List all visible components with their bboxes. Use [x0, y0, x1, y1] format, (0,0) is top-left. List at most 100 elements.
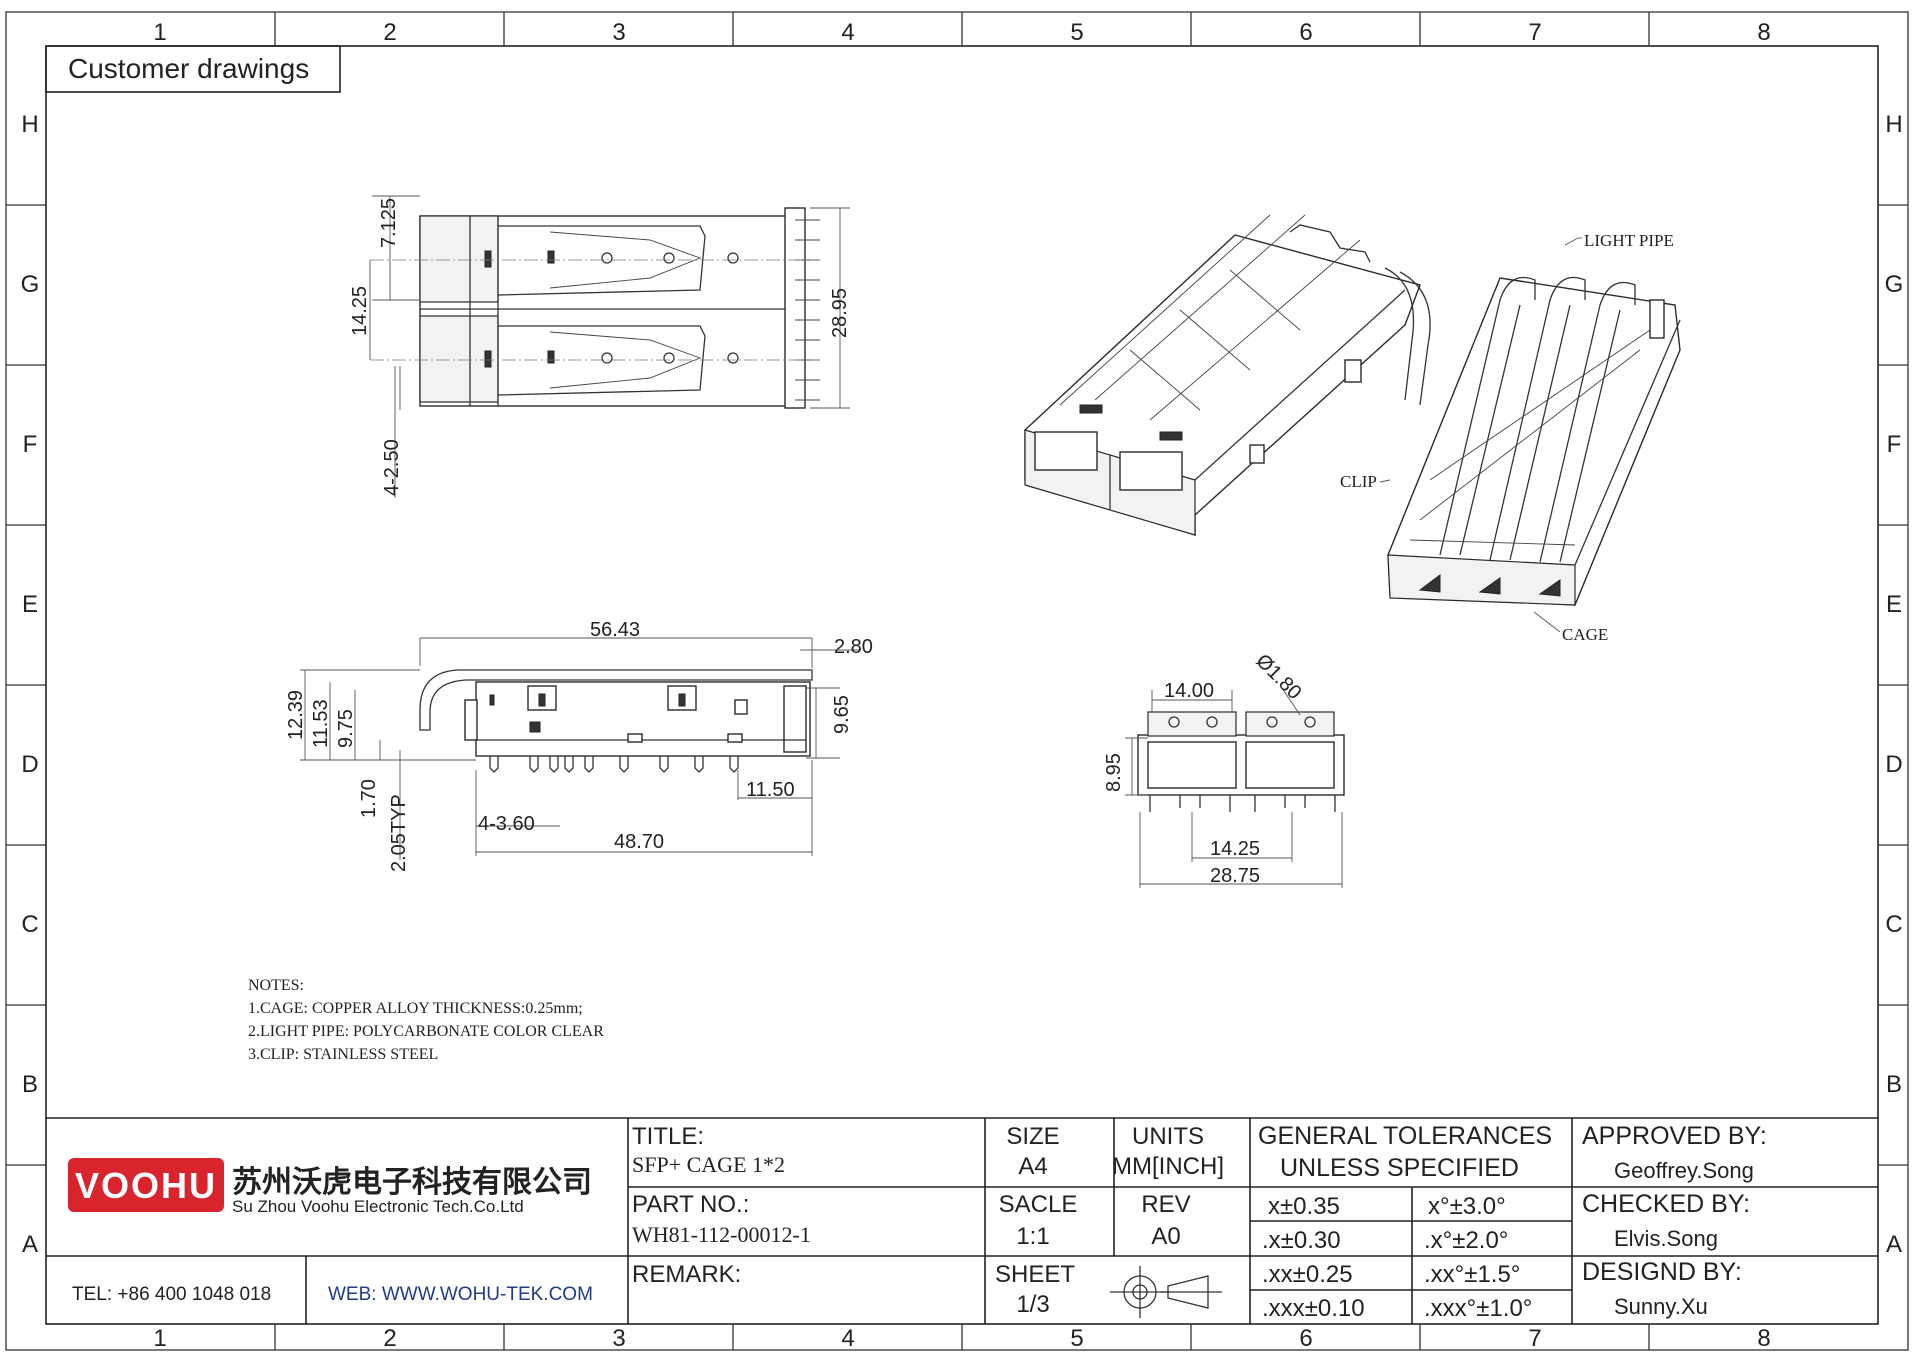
title-label: TITLE: [632, 1123, 704, 1150]
tolerance-linear: x±0.35 [1268, 1193, 1340, 1220]
exploded-view: LIGHT PIPE CLIP CAGE [1340, 231, 1681, 644]
dim-side-4870: 48.70 [614, 831, 664, 853]
projection-symbol [1110, 1266, 1222, 1318]
col-label: 1 [153, 1325, 166, 1352]
col-label: 7 [1528, 19, 1541, 46]
logo-text: VOOHU [75, 1165, 217, 1206]
sheet-value: 1/3 [1016, 1291, 1049, 1318]
size-label: SIZE [1006, 1123, 1059, 1150]
units-label: UNITS [1132, 1123, 1204, 1150]
col-label: 3 [612, 1325, 625, 1352]
row-label: B [22, 1071, 38, 1098]
part-value: WH81-112-00012-1 [632, 1222, 811, 1247]
designed-label: DESIGND BY: [1582, 1258, 1742, 1286]
tolerance-linear: .xx±0.25 [1262, 1261, 1353, 1288]
front-view: 14.00 Ø1.80 8.95 14.25 28.75 [1103, 650, 1345, 888]
zone-ticks [6, 12, 1908, 1350]
tolerance-angular: x°±3.0° [1428, 1193, 1506, 1220]
col-label: 6 [1299, 19, 1312, 46]
dim-side-1150: 11.50 [746, 779, 795, 801]
row-label: C [1885, 911, 1902, 938]
approved-value: Geoffrey.Song [1614, 1158, 1754, 1183]
col-label: 3 [612, 19, 625, 46]
row-label: G [21, 271, 40, 298]
rev-value: A0 [1151, 1223, 1180, 1250]
outer-frame [5, 11, 1909, 1351]
dim-front-895: 8.95 [1103, 753, 1125, 792]
title-value: SFP+ CAGE 1*2 [632, 1152, 785, 1177]
tolerance-heading-1: GENERAL TOLERANCES [1258, 1122, 1552, 1150]
company-cn: 苏州沃虎电子科技有限公司 [232, 1166, 592, 1199]
row-label: E [1886, 591, 1902, 618]
row-label: F [23, 431, 38, 458]
col-label: 4 [841, 1325, 854, 1352]
sheet-label: SHEET [995, 1261, 1075, 1288]
col-label: 7 [1528, 1325, 1541, 1352]
dim-front-2875: 28.75 [1210, 865, 1260, 887]
row-label: F [1887, 431, 1902, 458]
notes: NOTES: 1.CAGE: COPPER ALLOY THICKNESS:0.… [248, 977, 604, 1063]
row-label: A [1886, 1231, 1902, 1258]
web: WEB: WWW.WOHU-TEK.COM [328, 1284, 593, 1305]
col-label: 8 [1757, 19, 1770, 46]
title-block: VOOHU 苏州沃虎电子科技有限公司 Su Zhou Voohu Electro… [46, 1117, 1878, 1324]
dim-front-1425: 14.25 [1210, 838, 1260, 860]
dim-top-2895: 28.95 [829, 288, 851, 338]
part-label: PART NO.: [632, 1191, 749, 1218]
dim-front-dia180: Ø1.80 [1251, 650, 1305, 704]
tolerance-heading-2: UNLESS SPECIFIED [1280, 1154, 1519, 1182]
col-label: 4 [841, 19, 854, 46]
checked-label: CHECKED BY: [1582, 1190, 1750, 1218]
remark-label: REMARK: [632, 1261, 741, 1288]
dim-front-1400: 14.00 [1164, 680, 1214, 702]
dim-side-1239: 12.39 [285, 690, 307, 740]
dim-top-1425: 14.25 [349, 286, 371, 336]
dim-side-5643: 56.43 [590, 619, 640, 641]
scale-value: 1:1 [1016, 1223, 1049, 1250]
note-line: 2.LIGHT PIPE: POLYCARBONATE COLOR CLEAR [248, 1023, 604, 1040]
size-value: A4 [1018, 1153, 1047, 1180]
iso-cage-view [1024, 214, 1431, 536]
approved-label: APPROVED BY: [1582, 1122, 1767, 1150]
callout-clip: CLIP [1340, 472, 1377, 491]
side-view: 56.43 2.80 12.39 11.53 9.75 9.65 1.70 2.… [285, 619, 873, 872]
col-label: 5 [1070, 1325, 1083, 1352]
row-label: D [1885, 751, 1902, 778]
dim-side-170: 1.70 [358, 779, 380, 818]
dim-side-975: 9.75 [335, 709, 357, 748]
row-label: E [22, 591, 38, 618]
dim-side-205typ: 2.05TYP [388, 794, 410, 872]
tel: TEL: +86 400 1048 018 [72, 1284, 271, 1305]
col-label: 1 [153, 19, 166, 46]
rev-label: REV [1141, 1191, 1190, 1218]
tolerance-linear: .xxx±0.10 [1262, 1295, 1365, 1322]
tolerance-angular: .xx°±1.5° [1424, 1261, 1520, 1288]
title-tag-box [45, 45, 341, 93]
units-value: MM[INCH] [1112, 1153, 1224, 1180]
row-label: G [1885, 271, 1904, 298]
dim-top-4-250: 4-2.50 [381, 439, 403, 496]
col-label: 2 [383, 19, 396, 46]
tolerance-angular: .xxx°±1.0° [1424, 1295, 1532, 1322]
notes-heading: NOTES: [248, 977, 304, 994]
dim-side-965: 9.65 [831, 695, 853, 734]
col-label: 2 [383, 1325, 396, 1352]
row-label: C [21, 911, 38, 938]
row-label: H [21, 111, 38, 138]
dim-side-280: 2.80 [834, 636, 873, 658]
top-view: 7.125 14.25 28.95 4-2.50 [349, 195, 851, 498]
col-label: 6 [1299, 1325, 1312, 1352]
title-tag: Customer drawings [68, 53, 309, 84]
logo-badge [68, 1158, 224, 1212]
row-label: A [22, 1231, 38, 1258]
checked-value: Elvis.Song [1614, 1226, 1718, 1251]
company-en: Su Zhou Voohu Electronic Tech.Co.Ltd [232, 1197, 524, 1216]
dim-side-1153: 11.53 [310, 699, 332, 748]
col-label: 8 [1757, 1325, 1770, 1352]
designed-value: Sunny.Xu [1614, 1294, 1708, 1319]
row-label: B [1886, 1071, 1902, 1098]
callout-cage: CAGE [1562, 625, 1608, 644]
tolerance-angular: .x°±2.0° [1424, 1227, 1508, 1254]
tolerance-linear: .x±0.30 [1262, 1227, 1341, 1254]
